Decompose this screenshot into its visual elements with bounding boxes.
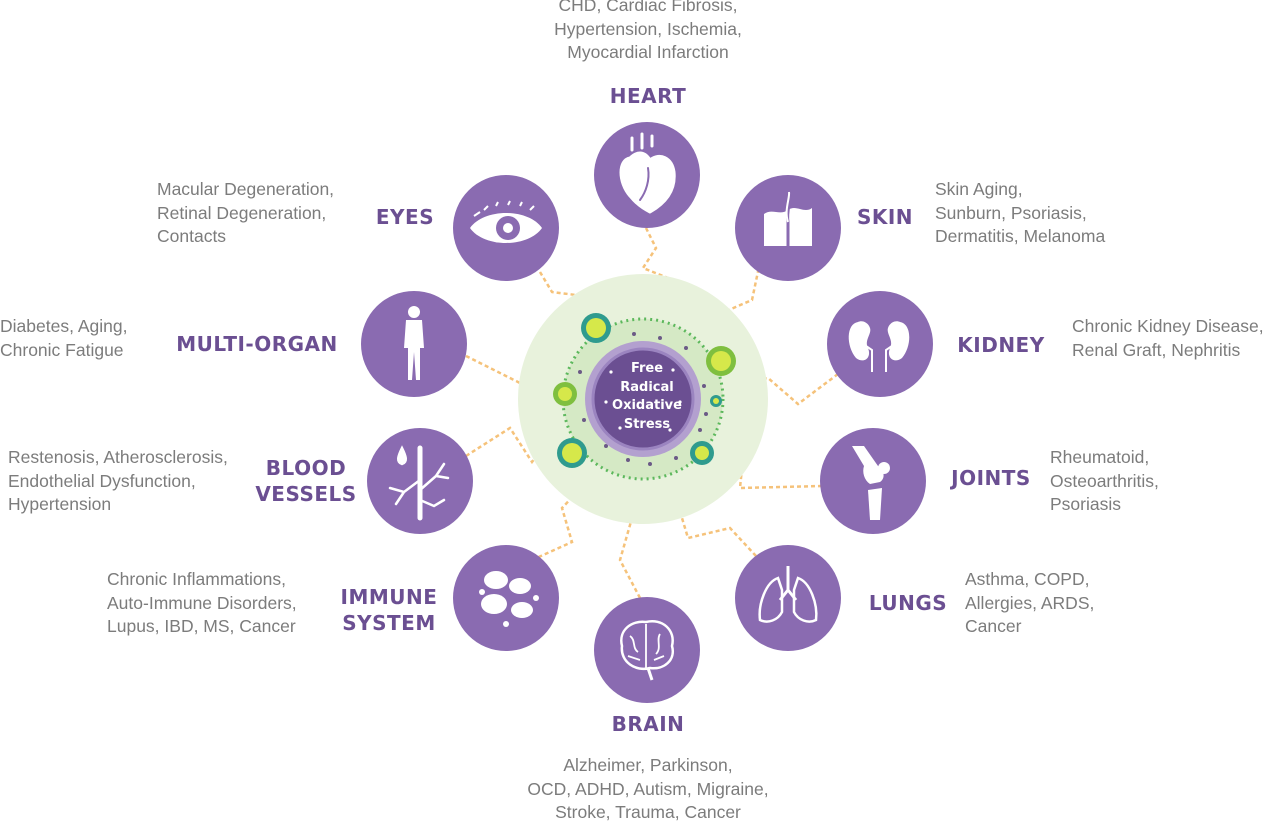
radical-1 [581, 313, 611, 343]
human-body-icon [404, 306, 424, 380]
heart-icon [619, 132, 676, 214]
center-dotted-ring [561, 317, 725, 481]
joints-label: JOINTS [951, 466, 1031, 490]
lungs-icon [758, 566, 818, 623]
organ-blood [367, 428, 473, 534]
radical-3 [553, 382, 577, 406]
lungs-conditions: Asthma, COPD, Allergies, ARDS, Cancer [965, 569, 1095, 636]
organ-heart [594, 122, 700, 228]
organ-brain [594, 597, 700, 703]
joints-conditions: Rheumatoid, Osteoarthritis, Psoriasis [1050, 447, 1159, 514]
skin-layer-icon [764, 189, 812, 246]
radical-6 [690, 441, 714, 465]
heart-label: HEART [609, 84, 687, 108]
center-disc [591, 347, 695, 451]
kidneys-icon [848, 321, 910, 372]
blood-label: BLOOD VESSELS [255, 456, 357, 506]
skin-label: SKIN [856, 205, 914, 229]
heart-conditions: CHD, Cardiac Fibrosis, Hypertension, Isc… [554, 0, 742, 62]
eyes-label: EYES [375, 205, 435, 229]
connector-kidney [727, 373, 839, 406]
organ-lungs [735, 545, 841, 651]
organ-joints [820, 428, 926, 534]
brain-icon [620, 619, 675, 681]
immune-circle [453, 545, 559, 651]
organ-skin [735, 175, 841, 281]
eye-icon [470, 200, 542, 243]
multi-label: MULTI-ORGAN [176, 332, 338, 356]
radical-4 [710, 395, 722, 407]
organ-kidney [827, 291, 933, 397]
organ-multi [361, 291, 467, 397]
radical-2 [706, 346, 736, 376]
multi-conditions: Diabetes, Aging, Chronic Fatigue [0, 316, 128, 360]
eyes-conditions: Macular Degeneration, Retinal Degenerati… [157, 179, 335, 246]
blood-conditions: Restenosis, Atherosclerosis, Endothelial… [8, 447, 228, 514]
lungs-label: LUNGS [868, 591, 948, 615]
center-sparkles [604, 368, 682, 432]
knee-joint-icon [852, 446, 890, 520]
kidney-conditions: Chronic Kidney Disease, Renal Graft, Nep… [1072, 316, 1264, 360]
skin-conditions: Skin Aging, Sunburn, Psoriasis, Dermatit… [935, 179, 1106, 246]
immune-conditions: Chronic Inflammations, Auto-Immune Disor… [107, 569, 297, 636]
organ-immune [453, 545, 559, 651]
radical-5 [557, 438, 587, 468]
free-radicals [553, 313, 736, 468]
kidney-circle [827, 291, 933, 397]
kidney-label: KIDNEY [957, 333, 1045, 357]
brain-label: BRAIN [611, 712, 685, 736]
immune-label: IMMUNE SYSTEM [340, 585, 438, 635]
blood-vessels-icon [388, 445, 450, 521]
brain-circle [594, 597, 700, 703]
center-label: Free Radical Oxidative Stress [612, 361, 682, 432]
brain-conditions: Alzheimer, Parkinson, OCD, ADHD, Autism,… [527, 755, 769, 822]
immune-cells-icon [479, 571, 539, 627]
center-dots [578, 332, 708, 466]
lungs-circle [735, 545, 841, 651]
organ-eyes [453, 175, 559, 281]
